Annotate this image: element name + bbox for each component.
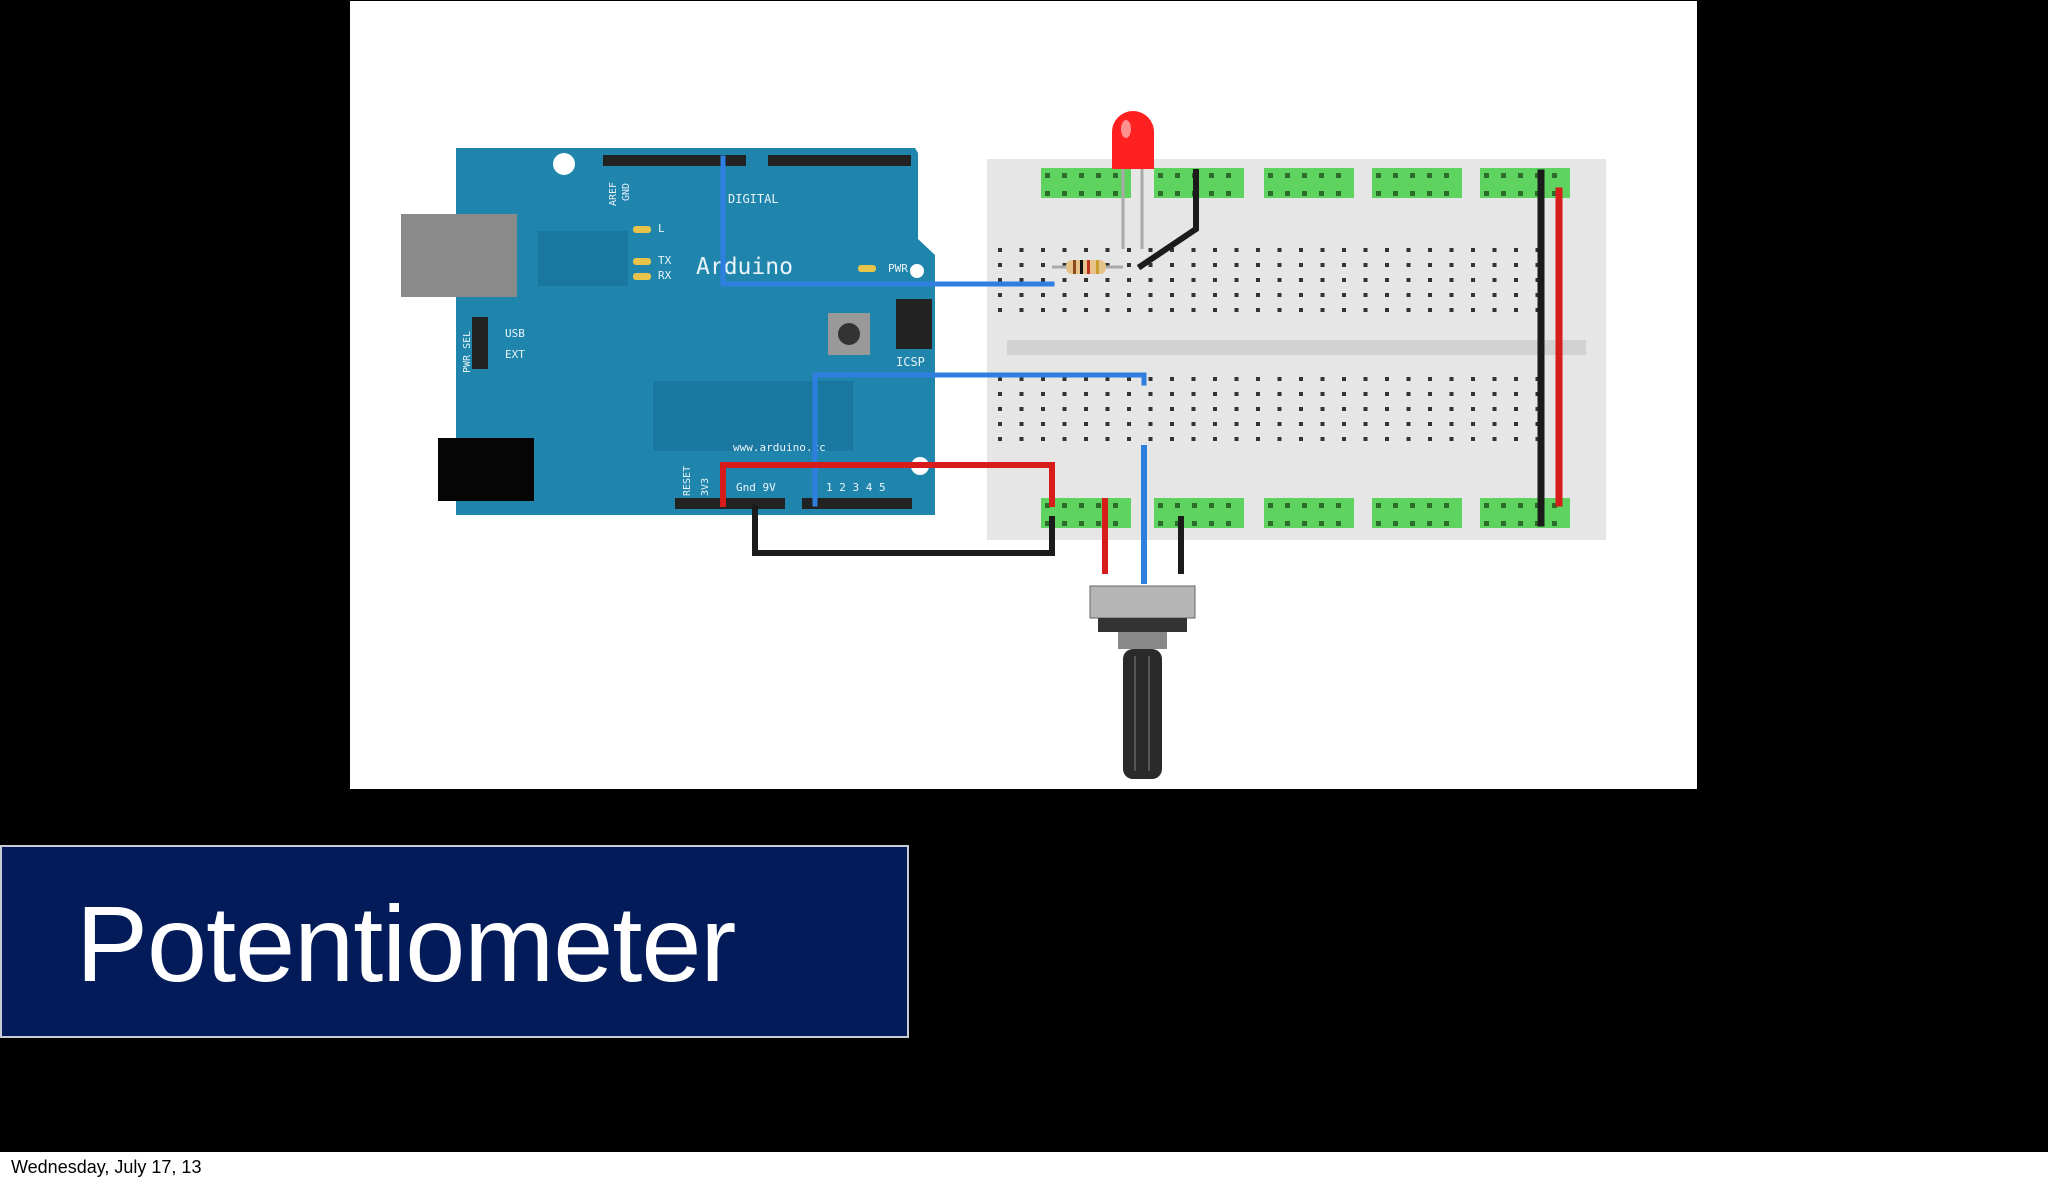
icsp-header — [896, 299, 932, 349]
usb-label: USB — [505, 327, 525, 340]
analog-header — [802, 498, 912, 509]
analog-pins-label: 1 2 3 4 5 — [826, 481, 886, 494]
chip-area — [653, 381, 853, 451]
digital-header-left — [603, 155, 746, 166]
digital-header-right — [768, 155, 911, 166]
led-pwr — [858, 265, 876, 272]
breadboard-holes — [998, 168, 1570, 528]
led-rx — [633, 273, 651, 280]
title-box: Potentiometer — [0, 845, 909, 1038]
wires — [720, 155, 1563, 584]
ext-label: EXT — [505, 348, 525, 361]
slide: Arduino DIGITAL ICSP PWR USB EXT L TX RX… — [0, 1, 1697, 1038]
gnd-label: GND — [621, 183, 632, 201]
footer-bar: Wednesday, July 17, 13 — [0, 1152, 2048, 1184]
usb-connector — [401, 214, 517, 297]
wire-red-5v — [720, 462, 1055, 507]
power-pins-label: Gnd 9V — [736, 481, 776, 494]
arduino-board: Arduino DIGITAL ICSP PWR USB EXT L TX RX… — [401, 148, 935, 515]
v33-label: 3V3 — [700, 478, 711, 496]
aref-label: AREF — [608, 182, 619, 206]
icsp-label: ICSP — [896, 355, 925, 369]
circuit-svg: Arduino DIGITAL ICSP PWR USB EXT L TX RX… — [401, 111, 1606, 779]
mounting-hole — [553, 153, 575, 175]
led-tx — [633, 258, 651, 265]
power-jack — [438, 438, 534, 501]
wire-blue-analog — [812, 372, 1147, 507]
chip-area-2 — [538, 231, 628, 286]
red-led — [1112, 111, 1154, 249]
wire-black-led — [1136, 169, 1199, 271]
breadboard-channel — [1007, 340, 1586, 355]
digital-label: DIGITAL — [728, 192, 779, 206]
led-l — [633, 226, 651, 233]
footer-date: Wednesday, July 17, 13 — [11, 1157, 202, 1177]
slide-title: Potentiometer — [76, 883, 736, 1004]
pwr-sel-label: PWR SEL — [462, 331, 473, 373]
led-l-label: L — [658, 222, 665, 235]
reset-label: RESET — [682, 466, 693, 496]
pwr-sel-jumper — [472, 317, 488, 369]
potentiometer — [1089, 585, 1196, 779]
breadboard — [987, 159, 1606, 540]
power-header — [675, 498, 785, 509]
circuit-diagram: Arduino DIGITAL ICSP PWR USB EXT L TX RX… — [350, 1, 1697, 789]
wire-black-gnd — [752, 505, 1055, 556]
url-label: www.arduino.cc — [733, 441, 826, 454]
rx-label: RX — [658, 269, 672, 282]
pwr-label: PWR — [888, 262, 908, 275]
wire-blue-digital — [720, 155, 1055, 287]
board-brand: Arduino — [696, 254, 793, 280]
resistor — [1052, 260, 1123, 274]
tx-label: TX — [658, 254, 672, 267]
